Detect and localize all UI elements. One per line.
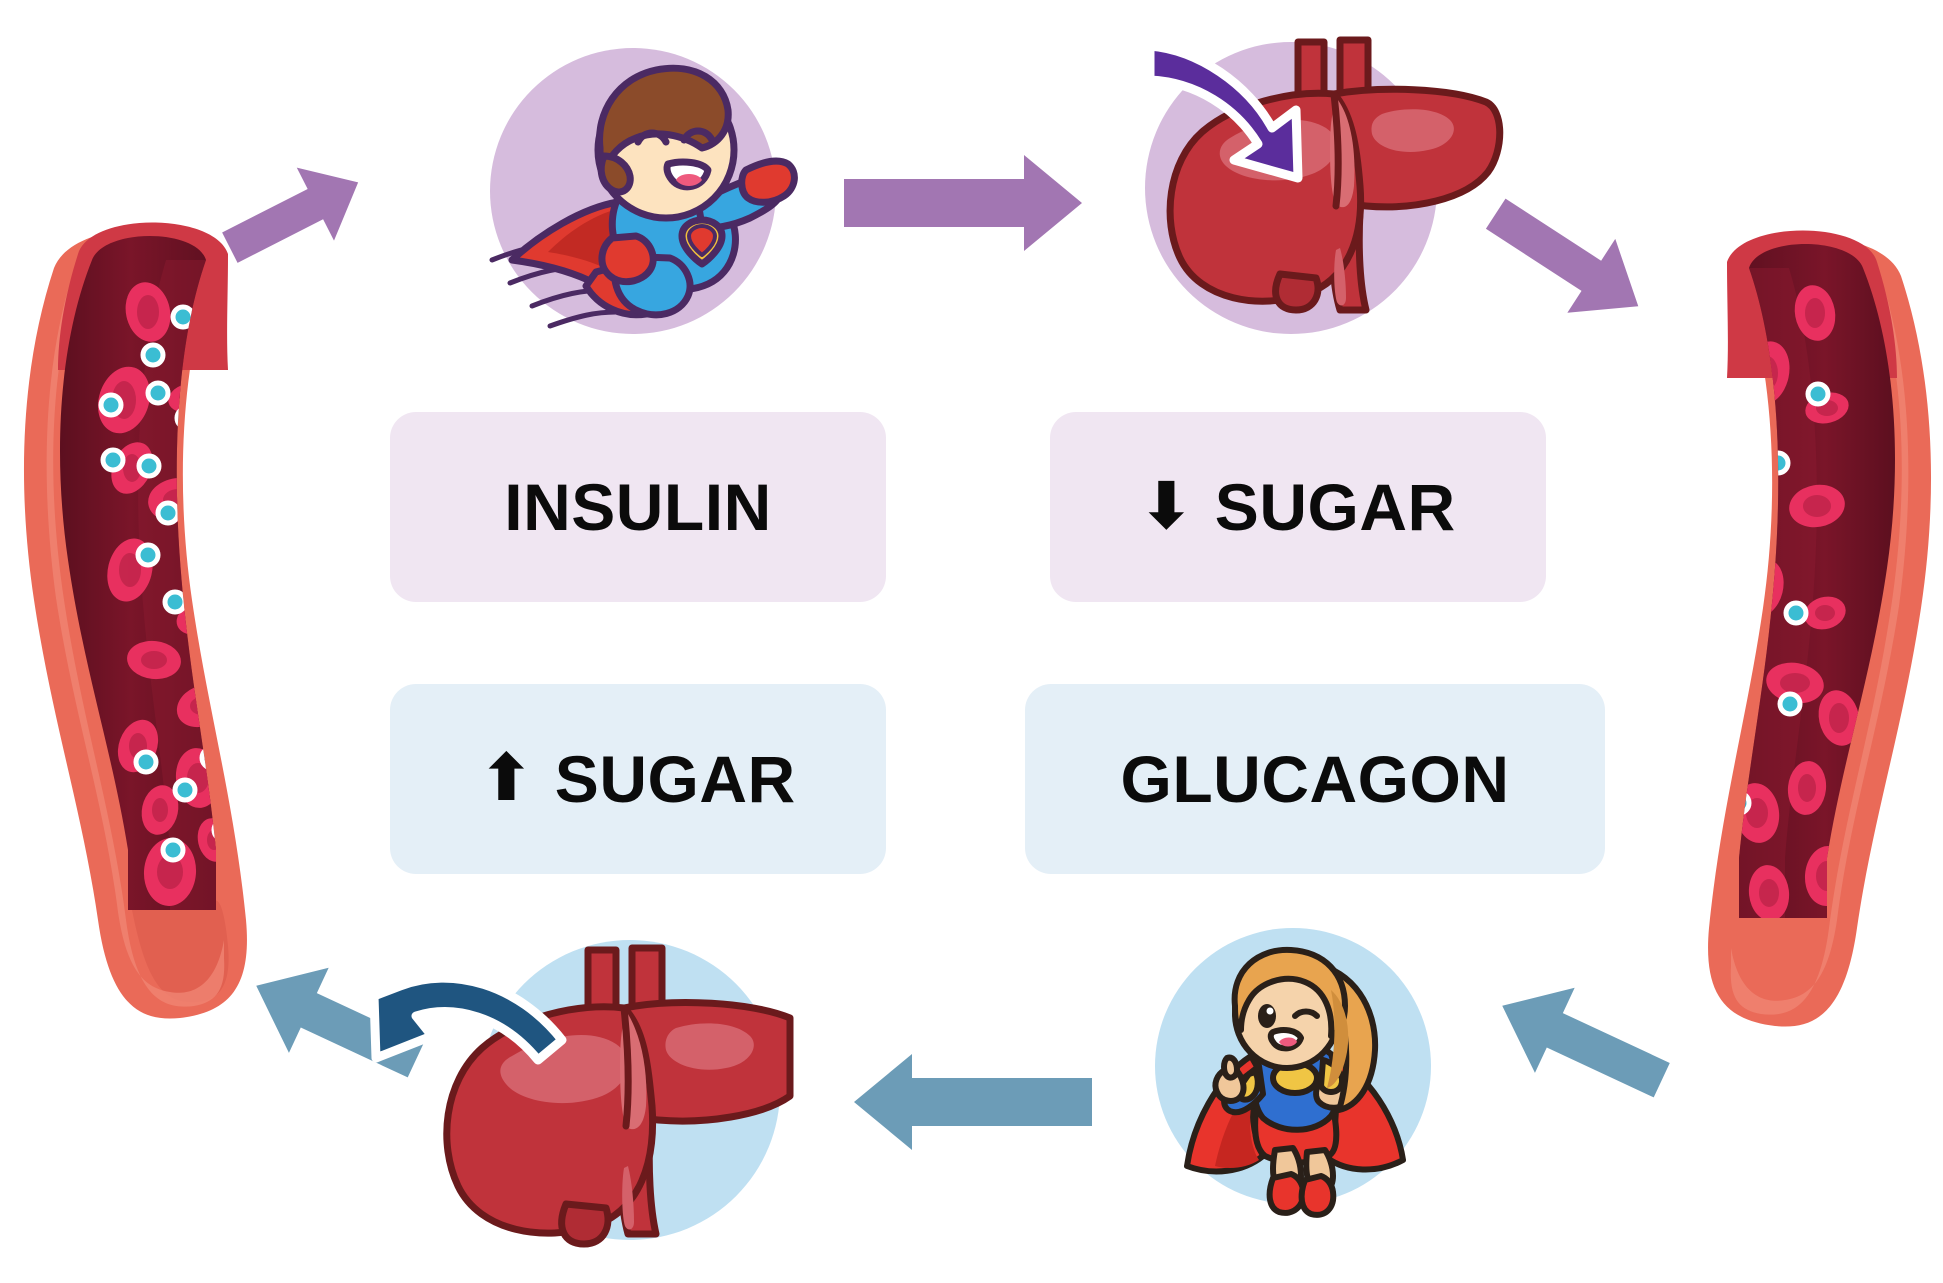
glucagon-out-arrow xyxy=(369,973,567,1065)
arrow-insulin-to-liver xyxy=(844,155,1082,251)
arrow-liver-to-vessel-right xyxy=(1485,198,1639,313)
liver-storing-glucose-icon xyxy=(1145,36,1504,314)
liver-releasing-glucose-icon xyxy=(369,944,794,1248)
label-sugar-up-text: SUGAR xyxy=(554,742,796,816)
insulin-in-arrow xyxy=(1145,41,1303,183)
blood-vessel-low-sugar xyxy=(1708,230,1932,1027)
label-sugar-down-text: SUGAR xyxy=(1214,470,1456,544)
arrow-down-icon: ⬇ xyxy=(1140,472,1193,541)
arrow-vessel-to-insulin xyxy=(222,167,359,263)
insulin-superhero-icon xyxy=(489,64,798,329)
blood-vessel-high-sugar xyxy=(23,222,247,1019)
glucagon-supergirl-icon xyxy=(1184,946,1406,1218)
arrow-vessel-right-to-glucagon xyxy=(1502,987,1670,1098)
arrow-up-icon: ⬆ xyxy=(480,744,533,813)
label-insulin-text: INSULIN xyxy=(504,470,772,544)
label-sugar-down: ⬇ SUGAR xyxy=(1050,412,1546,602)
label-insulin: INSULIN xyxy=(390,412,886,602)
label-sugar-up: ⬆ SUGAR xyxy=(390,684,886,874)
label-glucagon-text: GLUCAGON xyxy=(1120,742,1510,816)
arrow-glucagon-to-liver xyxy=(854,1054,1092,1150)
label-glucagon: GLUCAGON xyxy=(1025,684,1605,874)
